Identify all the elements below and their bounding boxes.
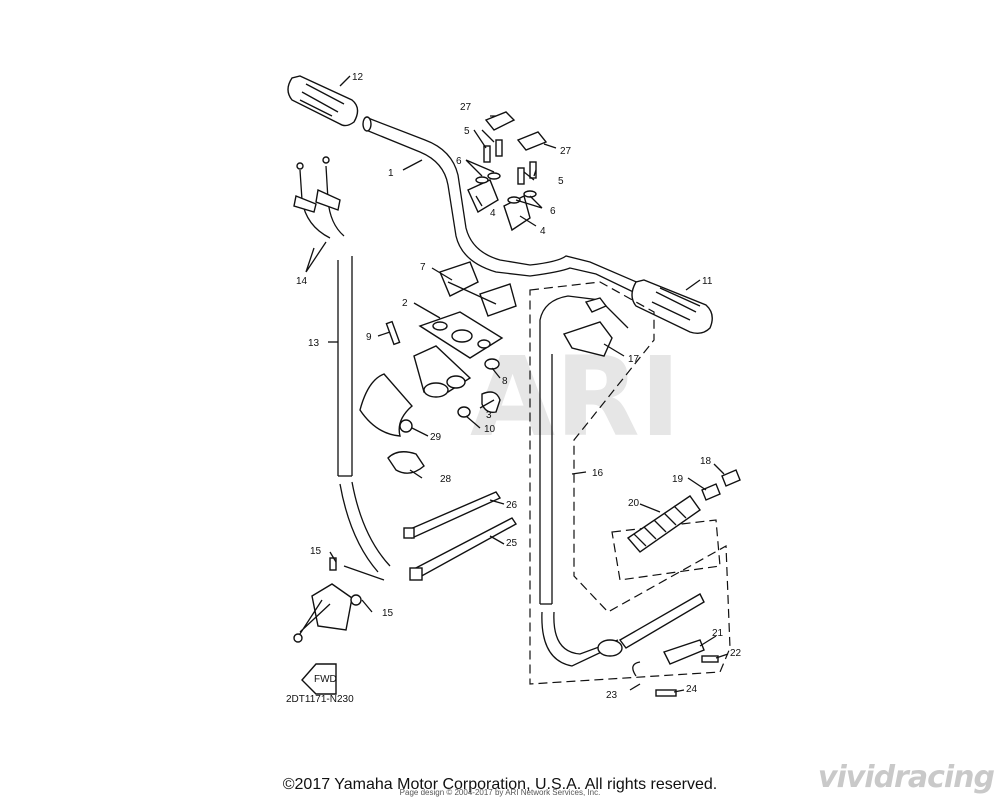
callout-13: 13 — [308, 338, 320, 349]
guard — [359, 373, 425, 474]
watermark-text: ARI — [470, 333, 681, 461]
callout-25: 25 — [506, 538, 518, 549]
lower-bracket — [632, 639, 719, 697]
fwd-label: FWD — [314, 674, 337, 685]
callout-28: 28 — [440, 474, 452, 485]
callout-6b: 6 — [550, 206, 556, 217]
page-credit: Page design © 2004-2017 by ARI Network S… — [399, 788, 601, 797]
spring-and-adjusters — [626, 469, 741, 553]
callout-6a: 6 — [456, 156, 462, 167]
left-grip — [287, 75, 359, 127]
callout-16: 16 — [592, 468, 604, 479]
callout-23: 23 — [606, 690, 618, 701]
upper-holders — [467, 111, 548, 232]
front-brake-cable — [539, 295, 705, 667]
throttle-cable — [293, 156, 391, 573]
callout-labels: 1 2 3 4 4 5 5 6 6 7 8 9 10 11 12 13 14 1… — [296, 72, 742, 701]
callout-2: 2 — [402, 298, 408, 309]
callout-9: 9 — [366, 332, 372, 343]
bracket-plate — [385, 311, 504, 418]
callout-17: 17 — [628, 354, 640, 365]
cable-group-outline — [529, 281, 731, 685]
forward-arrow: FWD — [301, 663, 337, 695]
callout-4b: 4 — [540, 226, 546, 237]
callout-22: 22 — [730, 648, 742, 659]
brand-logo: vividracing — [817, 760, 995, 795]
callout-1: 1 — [388, 168, 394, 179]
callout-3: 3 — [486, 410, 492, 421]
callout-26: 26 — [506, 500, 518, 511]
callout-5a: 5 — [464, 126, 470, 137]
callout-19: 19 — [672, 474, 684, 485]
carb-linkage — [293, 557, 385, 643]
callout-15a: 15 — [310, 546, 322, 557]
callout-12: 12 — [352, 72, 364, 83]
callout-20: 20 — [628, 498, 640, 509]
handlebar — [362, 116, 656, 301]
lower-holder — [439, 261, 517, 317]
callout-11: 11 — [702, 276, 713, 287]
right-grip — [631, 279, 713, 335]
spring-group-outline — [611, 519, 721, 581]
callout-18: 18 — [700, 456, 712, 467]
callout-5b: 5 — [558, 176, 564, 187]
copyright-notice: ©2017 Yamaha Motor Corporation, U.S.A. A… — [282, 776, 718, 793]
callout-29: 29 — [430, 432, 442, 443]
callout-4a: 4 — [490, 208, 496, 219]
callout-10: 10 — [484, 424, 496, 435]
callout-21: 21 — [712, 628, 724, 639]
callout-15b: 15 — [382, 608, 394, 619]
callout-27b: 27 — [560, 146, 572, 157]
callout-24: 24 — [686, 684, 698, 695]
callout-14: 14 — [296, 276, 308, 287]
cable-ties — [403, 491, 518, 581]
drawing-code: 2DT1171-N230 — [286, 694, 354, 705]
callout-27a: 27 — [460, 102, 472, 113]
callout-8: 8 — [502, 376, 508, 387]
callout-7: 7 — [420, 262, 426, 273]
leader-lines — [305, 75, 729, 693]
